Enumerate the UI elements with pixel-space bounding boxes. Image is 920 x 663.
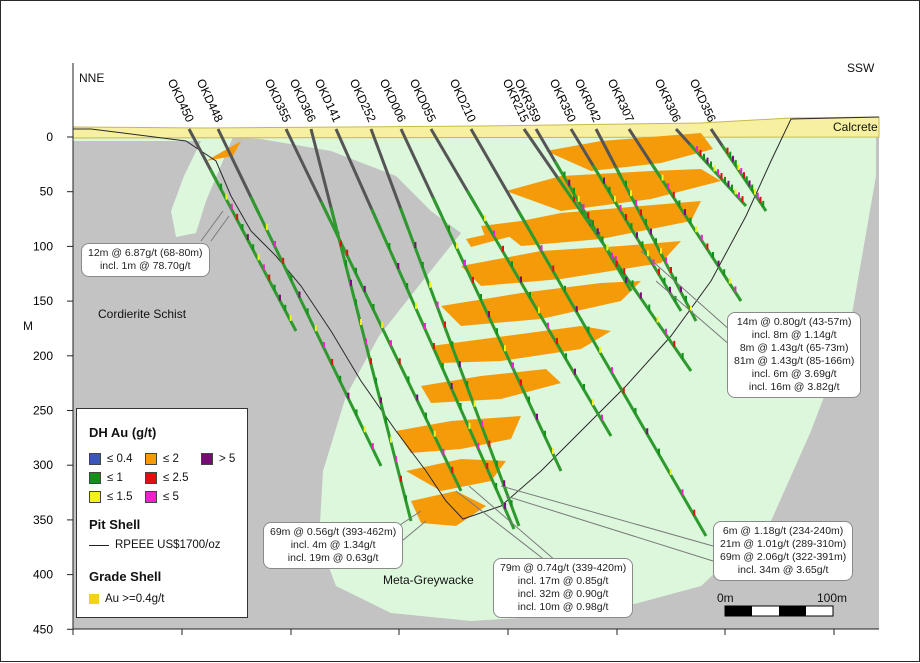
left-direction-label: NNE	[79, 71, 105, 85]
swatch	[89, 453, 101, 465]
drillhole-label: OKD450	[165, 77, 197, 125]
drillhole-label: OKD055	[407, 77, 439, 125]
depth-tick-label: 100	[33, 239, 53, 253]
scale-start-label: 0m	[717, 591, 734, 605]
swatch	[145, 453, 157, 465]
swatch	[89, 491, 101, 503]
legend-item-le-5: ≤ 5	[145, 491, 179, 503]
depth-tick-label: 250	[33, 404, 53, 418]
drillhole-label: OKD448	[194, 77, 226, 125]
swatch	[89, 472, 101, 484]
calcrete-label: Calcrete	[833, 120, 878, 134]
legend-dh-title: DH Au (g/t)	[89, 425, 157, 440]
callout-okd252-intercept: 6m @ 1.18g/t (234-240m)21m @ 1.01g/t (28…	[713, 521, 854, 581]
legend-pit-item: RPEEE US$1700/oz	[89, 539, 220, 551]
depth-unit-label: M	[23, 319, 33, 333]
depth-tick-label: 200	[33, 349, 53, 363]
legend-item-gt-5: > 5	[201, 453, 235, 465]
bottom-ticks	[72, 629, 835, 635]
grade-swatch	[89, 594, 99, 604]
legend-item-le-2-5: ≤ 2.5	[145, 472, 189, 484]
drillhole-label: OKD210	[447, 77, 479, 125]
callout-leaders	[200, 210, 732, 562]
cordierite-schist-label: Cordierite Schist	[98, 307, 187, 321]
legend: DH Au (g/t) ≤ 0.4 ≤ 2 > 5 ≤ 1 ≤ 2.5 ≤ 1.…	[76, 408, 248, 618]
depth-tick-label: 50	[40, 185, 54, 199]
legend-grade-title: Grade Shell	[89, 569, 162, 584]
depth-tick-label: 300	[33, 458, 53, 472]
drillhole-traces	[187, 127, 768, 537]
depth-tick-label: 150	[33, 294, 53, 308]
depth-tick-label: 350	[33, 513, 53, 527]
drillhole-label: OKD356	[687, 77, 719, 125]
scale-bar	[724, 605, 834, 617]
callout-okr-intercepts: 14m @ 0.80g/t (43-57m)incl. 8m @ 1.14g/t…	[727, 312, 862, 398]
pit-line-swatch	[89, 544, 109, 546]
meta-greywacke-label: Meta-Greywacke	[383, 573, 474, 587]
depth-tick-label: 450	[33, 622, 53, 636]
grade-shell-lenses	[206, 133, 721, 526]
swatch	[201, 453, 213, 465]
legend-item-le-1-5: ≤ 1.5	[89, 491, 133, 503]
depth-tick-label: 400	[33, 568, 53, 582]
callout-okd141-intercept: 79m @ 0.74g/t (339-420m)incl. 17m @ 0.85…	[493, 558, 634, 618]
scale-end-label: 100m	[817, 591, 848, 605]
swatch	[145, 472, 157, 484]
legend-grade-item: Au >=0.4g/t	[89, 593, 164, 605]
legend-pit-title: Pit Shell	[89, 517, 141, 532]
drillhole-label: OKR307	[605, 77, 637, 125]
drillhole-label: OKD252	[347, 77, 379, 125]
swatch	[145, 491, 157, 503]
pit-shell-outline	[73, 116, 880, 520]
legend-item-le-0-4: ≤ 0.4	[89, 453, 133, 465]
legend-item-le-2: ≤ 2	[145, 453, 179, 465]
depth-ticks: 0 50 100 150 200 250 300 350 400 450	[33, 130, 73, 636]
right-direction-label: SSW	[847, 61, 875, 75]
depth-tick-label: 0	[46, 130, 53, 144]
drillhole-label: OKD006	[377, 77, 409, 125]
callout-okd355-intercept: 69m @ 0.56g/t (393-462m)incl. 4m @ 1.34g…	[263, 522, 404, 569]
legend-item-le-1: ≤ 1	[89, 472, 123, 484]
callout-okd448-intercept: 12m @ 6.87g/t (68-80m)incl. 1m @ 78.70g/…	[81, 243, 210, 277]
drillhole-label: OKR306	[652, 77, 684, 125]
